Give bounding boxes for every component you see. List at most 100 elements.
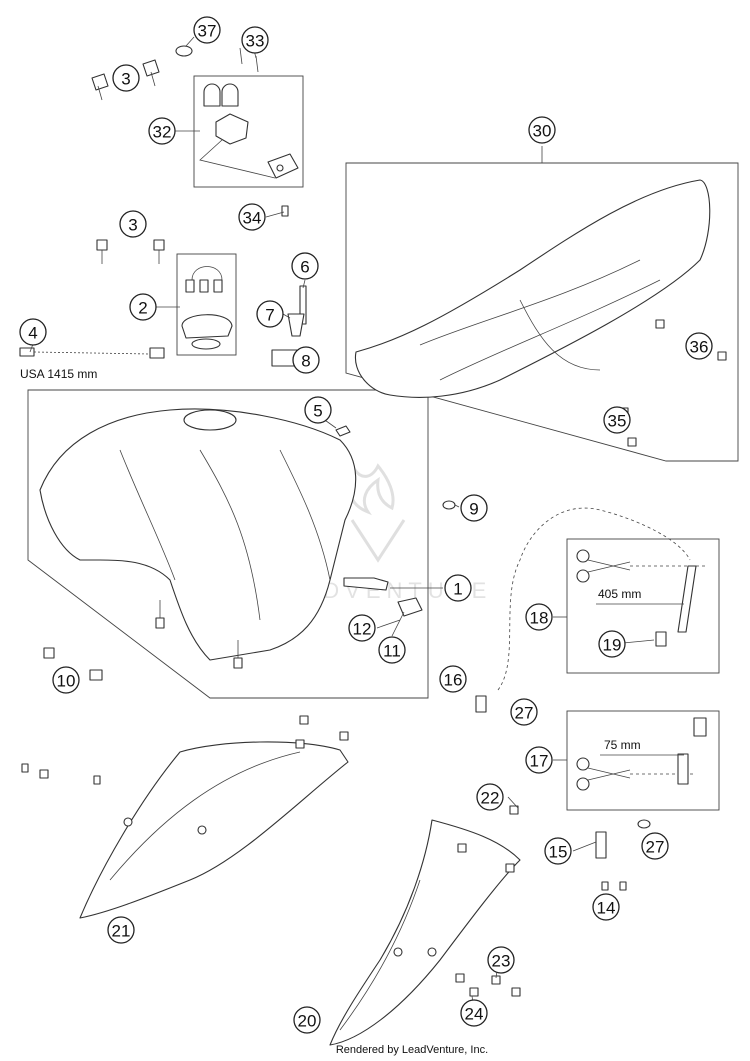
seat-frame [345, 162, 739, 462]
callout-label: 15 [549, 843, 568, 862]
hose-75 [677, 753, 689, 785]
callout-label: 14 [597, 899, 616, 918]
callout-label: 12 [353, 620, 372, 639]
grommet [175, 45, 193, 57]
callout-4: 4 [19, 318, 47, 346]
ignition-lock [199, 83, 299, 179]
callout-label: 27 [515, 704, 534, 723]
callout-32: 32 [148, 117, 176, 145]
screws-14 [601, 881, 627, 891]
grommet-10-b [89, 669, 103, 681]
callout-1: 1 [444, 574, 472, 602]
screw-33-b [255, 55, 259, 73]
tank-frame [27, 389, 429, 699]
callout-label: 10 [57, 672, 76, 691]
fitting-15 [595, 831, 607, 859]
hose-length-label: USA 1415 mm [20, 367, 97, 381]
valve-17 [693, 717, 707, 737]
side-panel-right [329, 805, 521, 1046]
fitting-16 [475, 695, 487, 713]
hose-405 [677, 565, 697, 633]
callout-label: 1 [453, 580, 462, 599]
callout-30: 30 [528, 116, 556, 144]
callout-label: 2 [138, 299, 147, 318]
callout-21: 21 [107, 916, 135, 944]
callout-23: 23 [487, 946, 515, 974]
callout-3b: 3 [119, 210, 147, 238]
callout-label: 7 [265, 306, 274, 325]
callout-5: 5 [304, 396, 332, 424]
callout-22: 22 [476, 783, 504, 811]
callout-label: 37 [198, 22, 217, 41]
callout-10: 10 [52, 666, 80, 694]
callout-label: 35 [608, 412, 627, 431]
screw-33-a [239, 47, 243, 65]
callout-label: 27 [646, 838, 665, 857]
callout-9: 9 [460, 494, 488, 522]
bushing [287, 313, 305, 337]
screw-34 [281, 205, 289, 217]
seat [354, 179, 727, 447]
callout-7: 7 [256, 300, 284, 328]
fuel-cap-box [176, 253, 237, 356]
grommet-10-a [43, 647, 55, 659]
callout-label: 16 [444, 671, 463, 690]
fuel-tank [39, 408, 423, 669]
callout-label: 8 [301, 352, 310, 371]
connector-19 [655, 631, 667, 647]
callout-16: 16 [439, 665, 467, 693]
cut-length-405: 405 mm [598, 587, 641, 601]
callout-label: 20 [298, 1012, 317, 1031]
cap-27-b [637, 819, 651, 829]
side-panel-left [21, 715, 349, 919]
callout-label: 3 [121, 70, 130, 89]
footer-credit: Rendered by LeadVenture, Inc. [336, 1044, 488, 1056]
callout-12: 12 [348, 614, 376, 642]
callout-label: 6 [300, 258, 309, 277]
ignition-lock-box [193, 75, 304, 188]
callout-label: 24 [465, 1005, 484, 1024]
callout-label: 36 [690, 338, 709, 357]
callout-15: 15 [544, 837, 572, 865]
callout-19: 19 [598, 630, 626, 658]
callout-label: 19 [603, 636, 622, 655]
callout-35: 35 [603, 406, 631, 434]
callout-17: 17 [525, 746, 553, 774]
key-set-middle [96, 239, 165, 264]
callout-label: 33 [246, 32, 265, 51]
callout-11: 11 [378, 636, 406, 664]
callout-label: 11 [383, 642, 401, 661]
callout-3a: 3 [112, 64, 140, 92]
scissors-75 [576, 757, 631, 791]
cap-9 [442, 500, 456, 510]
vent-hose-route [497, 507, 691, 691]
callout-label: 4 [28, 324, 37, 343]
callout-label: 23 [492, 952, 511, 971]
callout-label: 30 [533, 122, 552, 141]
fuel-cap [181, 266, 233, 350]
callout-8: 8 [292, 346, 320, 374]
callout-label: 3 [128, 216, 137, 235]
callout-18: 18 [525, 603, 553, 631]
callout-33: 33 [241, 26, 269, 54]
callout-27a: 27 [510, 698, 538, 726]
callout-label: 17 [530, 752, 549, 771]
callout-36: 36 [685, 332, 713, 360]
cut-length-75: 75 mm [604, 738, 641, 752]
callout-20: 20 [293, 1006, 321, 1034]
callout-label: 5 [313, 402, 322, 421]
scissors-405 [576, 549, 631, 583]
vent-hose [19, 347, 165, 359]
callout-37: 37 [193, 16, 221, 44]
callout-label: 22 [481, 789, 500, 808]
callout-24: 24 [460, 999, 488, 1027]
callout-6: 6 [291, 252, 319, 280]
callout-label: 18 [530, 609, 549, 628]
callout-27b: 27 [641, 832, 669, 860]
callout-14: 14 [592, 893, 620, 921]
callout-label: 32 [153, 123, 172, 142]
key-set-top [91, 59, 160, 101]
callout-34: 34 [238, 203, 266, 231]
